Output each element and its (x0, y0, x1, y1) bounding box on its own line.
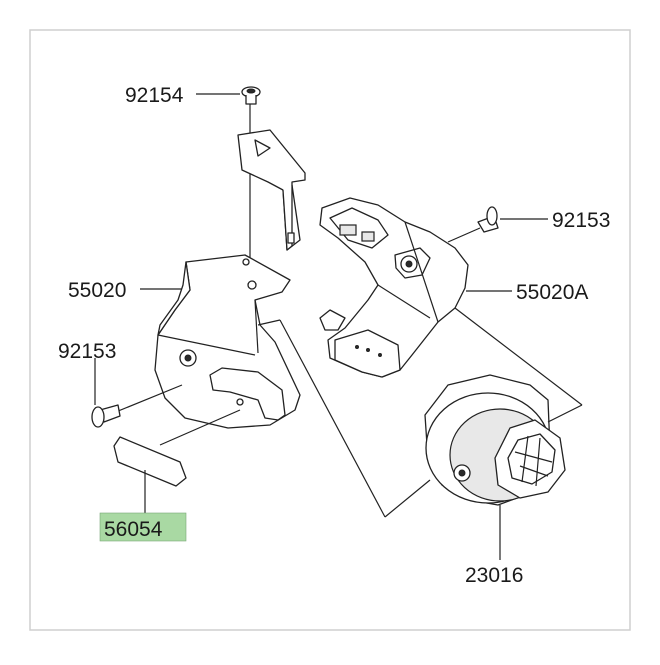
label-56054: 56054 (104, 518, 163, 541)
label-55020: 55020 (68, 279, 126, 302)
cover-55020A (319, 197, 469, 378)
label-highlight-56054 (99, 512, 187, 542)
screw-92153-right (447, 206, 499, 243)
label-92154: 92154 (125, 84, 184, 107)
mounting-bracket (237, 129, 306, 251)
label-55020A: 55020A (516, 281, 588, 304)
leader-lines (94, 93, 548, 513)
screw-92153-left (91, 384, 183, 428)
label-92153-left: 92153 (58, 340, 116, 363)
screw-92154 (241, 86, 261, 290)
label-92153-right: 92153 (552, 209, 610, 232)
label-23016: 23016 (465, 564, 523, 587)
horn-23016 (424, 374, 566, 560)
reflector-56054 (113, 409, 241, 487)
assembly-lines (257, 307, 583, 518)
cover-55020 (154, 254, 301, 429)
diagram-frame (29, 29, 631, 631)
